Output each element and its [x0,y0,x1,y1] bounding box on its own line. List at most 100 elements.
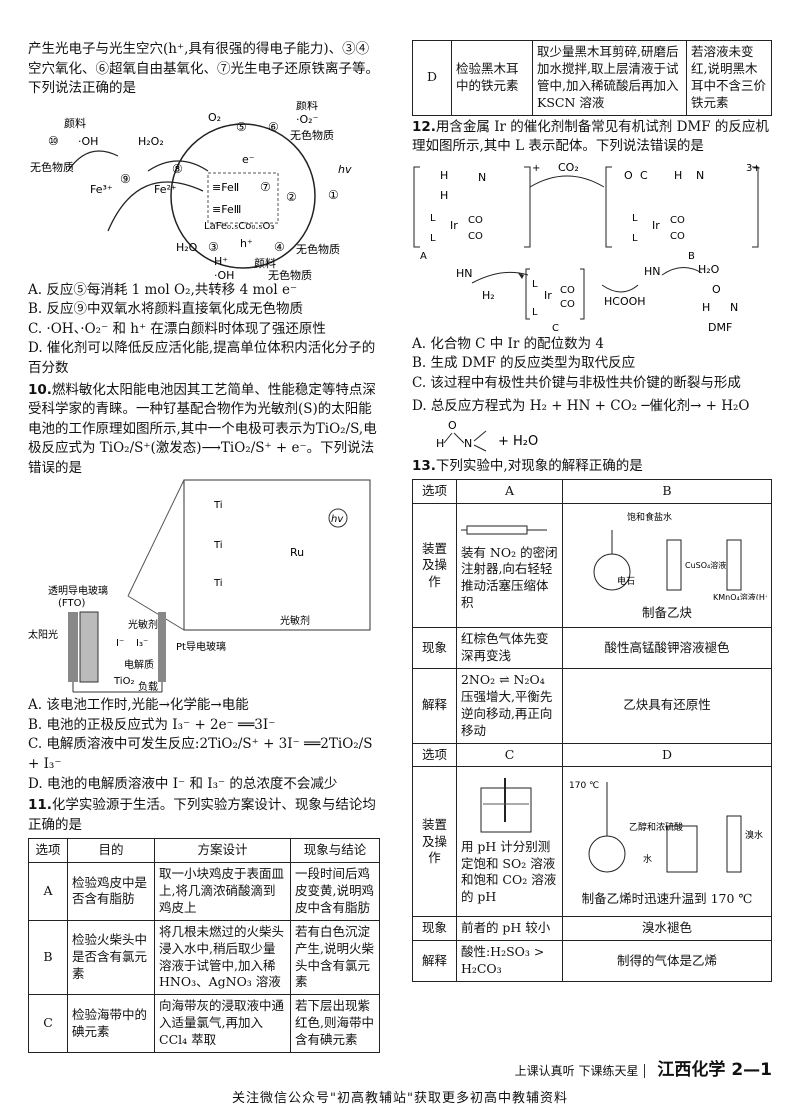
syringe-icon [460,525,547,535]
b-fig-cuso4: CuSO₄溶液 [685,560,726,570]
q11-header-result: 现象与结论 [290,838,380,864]
fig-n-dmf: N [730,301,738,314]
fig-catalyst: LaFe₀.₅Co₀.₅O₃ [204,221,274,232]
table-row: 现象 前者的 pH 较小 溴水褪色 [412,916,772,942]
q13-d-phenomenon: 溴水褪色 [562,916,772,942]
q13-a-explain: 2NO₂ ⇌ N₂O₄ 压强增大,平衡先逆向移动,再正向移动 [455,668,564,744]
q9-mechanism-figure: ⑩ 颜料 ·OH H₂O₂ O₂ ·O₂⁻ 颜料 无色物质 无色物质 ⑨ ⑧ F… [30,101,352,281]
q9-option-c: C. ·OH、·O₂⁻ 和 h⁺ 在漂白颜料时体现了强还原性 [28,320,326,337]
table-row: 解释 酸性:H₂SO₃ > H₂CO₃ 制得的气体是乙烯 [412,940,772,983]
q10-option-d: D. 电池的电解质溶液中 I⁻ 和 I₃⁻ 的总浓度不会减少 [28,775,338,792]
fig-h2: H₂ [482,289,495,302]
fig-h-dmf: H [702,301,710,314]
q13-apparatus-label-2: 装置及操作 [412,766,457,918]
fig-n7: ⑦ [260,180,271,194]
fig-load: 负载 [138,680,158,693]
table-row: 现象 红棕色气体先变深再变浅 酸性高锰酸钾溶液褪色 [412,627,772,670]
q13-header-option-2: 选项 [412,742,457,768]
fig-colorless-bottom: 无色物质 [268,268,312,281]
q13-ethylene-apparatus: 170 ℃ 乙醇和浓硫酸 水 溴水 [569,781,763,873]
fig-fto: (FTO) [58,598,85,609]
fig-n4: ④ [274,240,285,254]
fig-h2o-12: H₂O [698,263,720,276]
q11-header-design: 方案设计 [154,838,291,864]
q11-row-b-design: 将几根未燃过的火柴头浸入水中,稍后取少量溶液于试管中,加入稀HNO₃、AgNO₃… [154,919,291,996]
dmf-o: O [448,419,457,432]
fig-n1: ① [328,188,339,202]
fig-co-c2: CO [560,299,575,310]
q13-b-apparatus-text: 制备乙炔 [641,604,692,620]
q11-row-d-label: D [412,40,452,116]
q9-option-b: B. 反应⑨中双氧水将颜料直接氧化成无色物质 [28,301,304,318]
q13-a-apparatus: 装有 NO₂ 的密闭注射器,向右轻轻推动活塞压缩体积 [455,503,564,629]
fig-electrolyte: 电解质 [124,658,154,671]
q13-d-explain: 制得的气体是乙烯 [562,940,772,983]
d-fig-water: 水 [643,853,652,865]
fig-ir-c: Ir [544,289,552,302]
footer-note: 关注微信公众号"初高教辅站"获取更多初高中教辅资料 [232,1091,568,1106]
fig-h-a2: H [440,189,448,202]
fig-n5: ⑤ [236,120,247,134]
d-fig-ethanol: 乙醇和浓硫酸 [629,821,683,833]
ph-meter-beaker-icon [480,777,532,833]
fig-n6: ⑥ [268,120,279,134]
dmf-plus-h2o: + H₂O [498,434,538,449]
dmf-h: H [436,437,444,450]
brand-slogan: 上课认真听 下课练天星 [514,1064,646,1078]
q11-header-purpose: 目的 [67,838,155,864]
fig-h-b: H [674,169,682,182]
q11-header-option: 选项 [28,838,68,864]
q9-options: A. 反应⑤每消耗 1 mol O₂,共转移 4 mol e⁻ B. 反应⑨中双… [28,281,380,379]
fig-o2-radical: ·O₂⁻ [296,113,319,126]
fig-co-b1: CO [670,215,685,226]
table-row: 装置及操作 装有 NO₂ 的密闭注射器,向右轻轻推动活塞压缩体积 饱和食盐水 电… [412,503,772,629]
table-row: 选项 C D [412,742,772,768]
fig-label-b: B [688,251,695,262]
fig-ti-3: Ti [213,578,223,589]
fig-n3: ③ [208,240,219,254]
q11-row-c-purpose: 检验海带中的碘元素 [67,994,155,1053]
q12-dmf-structure: O H N + H₂O [436,419,538,452]
fig-plus-charge: + [532,163,540,174]
q10-option-b: B. 电池的正极反应式为 I₃⁻ + 2e⁻ ══3I⁻ [28,716,276,733]
q13-acetylene-apparatus: 饱和食盐水 电石 CuSO₄溶液 KMnO₄溶液(H⁺) [593,511,772,602]
q13-c-apparatus: 用 pH 计分别测定饱和 SO₂ 溶液和饱和 CO₂ 溶液的 pH [455,766,564,918]
fig-fe2: Fe²⁺ [154,183,177,196]
q10-solar-cell-figure: Ti Ti Ti Ru hv 光敏剂 透明导电玻璃 (FTO) 太阳光 光敏剂 … [28,479,371,693]
fig-sensitizer2: 光敏剂 [280,614,310,627]
fig-ir-b: Ir [652,219,660,232]
fig-oh-bottom: ·OH [214,269,234,281]
q11-header-row: 选项 目的 方案设计 现象与结论 [28,838,380,864]
fig-i3-minus: I₃⁻ [136,638,148,649]
q12-option-a: A. 化合物 C 中 Ir 的配位数为 4 [412,335,604,352]
fig-l-a2: L [430,233,436,244]
fig-hn-left: HN [456,267,473,280]
q11-row-a-result: 一段时间后鸡皮变黄,说明鸡皮中含有脂肪 [290,862,380,921]
q10-number: 10. [28,381,52,398]
fig-co2: CO₂ [558,161,579,174]
q12-option-c: C. 该过程中有极性共价键与非极性共价键的断裂与形成 [412,374,741,391]
q10-stem: 10.燃料敏化太阳能电池因其工艺简单、性能稳定等特点深受科学家的青睐。一种钌基配… [28,381,380,479]
fig-l-c1: L [532,279,538,290]
q11-row-a-purpose: 检验鸡皮中是否含有脂肪 [67,862,155,921]
q13-a-phenomenon: 红棕色气体先变深再变浅 [455,627,564,670]
fig-pigment-top-left: 颜料 [64,116,86,130]
q12-option-b: B. 生成 DMF 的反应类型为取代反应 [412,355,636,372]
fig-ru: Ru [290,546,304,559]
fig-c-b: C [640,169,648,182]
fig-n9: ⑨ [120,172,131,186]
fig-hv-10: hv [331,514,344,525]
fig-hplus2: H⁺ [214,255,228,268]
table-row: 装置及操作 用 pH 计分别测定饱和 SO₂ 溶液和饱和 CO₂ 溶液的 pH … [412,766,772,918]
d-fig-temp: 170 ℃ [569,781,599,791]
fig-pigment-top-right: 颜料 [296,101,318,112]
q10-option-a: A. 该电池工作时,光能→化学能→电能 [28,697,249,714]
fig-o2: O₂ [208,111,221,124]
q9-intro: 产生光电子与光生空穴(h⁺,具有很强的得电子能力)、③④空穴氧化、⑥超氧自由基氧… [28,41,379,97]
fig-fe-ii: ≡FeⅡ [212,181,239,194]
fig-fe-iii: ≡FeⅢ [212,203,241,216]
q13-explain-label-1: 解释 [412,668,457,744]
fig-h2o2: H₂O₂ [138,135,164,148]
right-column: D 检验黑木耳中的铁元素 取少量黑木耳剪碎,研磨后加水搅拌,取上层清液于试管中,… [412,0,772,983]
q13-phenomenon-label-1: 现象 [412,627,457,670]
